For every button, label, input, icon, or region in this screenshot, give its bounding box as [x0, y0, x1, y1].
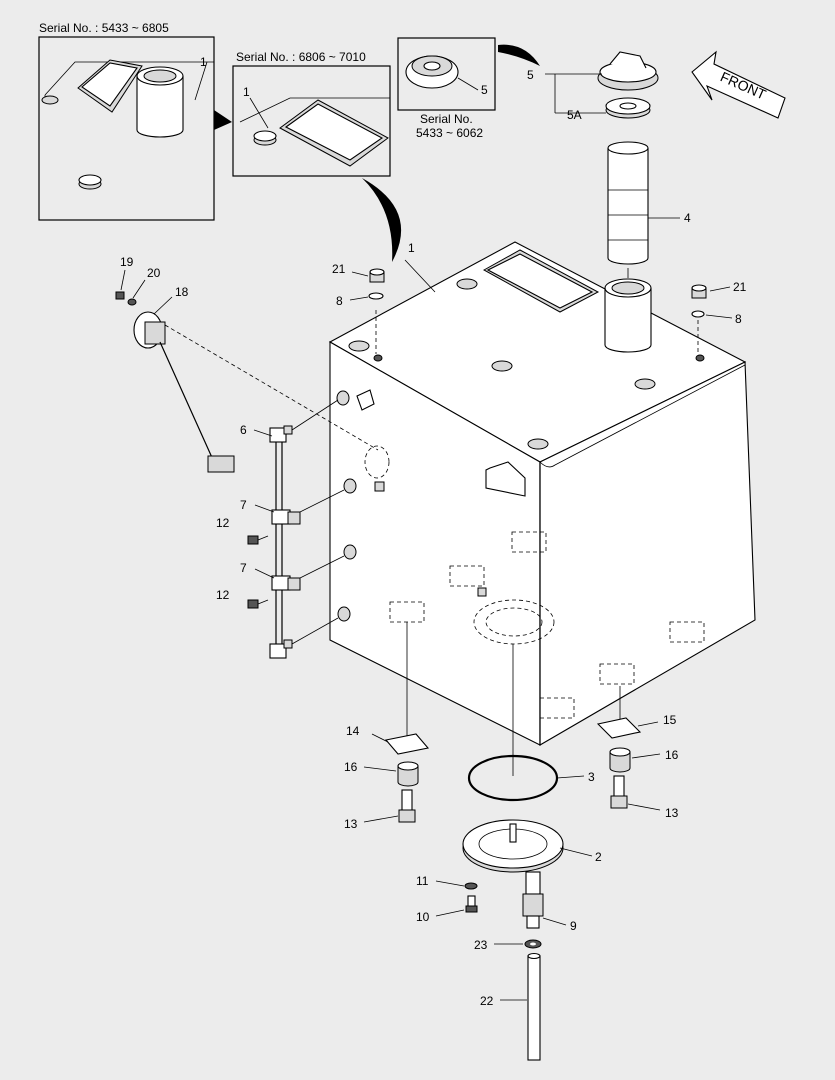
callout-12-upper: 12 [216, 516, 230, 530]
callout-12-lower: 12 [216, 588, 230, 602]
callout-15: 15 [663, 713, 677, 727]
callout-5: 5 [527, 68, 534, 82]
callout-inset3-5-number: 5 [481, 83, 488, 97]
callout-3: 3 [588, 770, 595, 784]
callout-16-left: 16 [344, 760, 358, 774]
callout-inset1-1: 1 [200, 55, 207, 69]
front-direction-arrow: FRONT [691, 50, 786, 119]
callout-18: 18 [175, 285, 189, 299]
callout-22: 22 [480, 994, 494, 1008]
callout-13-right: 13 [665, 806, 679, 820]
callout-1: 1 [408, 241, 415, 255]
callout-6: 6 [240, 423, 247, 437]
level-sensor-assembly: 19 20 18 [115, 255, 379, 473]
callout-5A: 5A [567, 108, 582, 122]
inset-3-serial-label-line1: Serial No. [420, 112, 473, 126]
callout-14: 14 [346, 724, 360, 738]
hydraulic-tank: 1 [328, 241, 756, 746]
plug-and-oring-left: 21 8 [332, 262, 385, 354]
callout-16-right: 16 [665, 748, 679, 762]
callout-9: 9 [570, 919, 577, 933]
callout-2: 2 [595, 850, 602, 864]
mounting-hardware-left: 14 16 13 [344, 622, 430, 831]
callout-21-left: 21 [332, 262, 346, 276]
callout-8-right: 8 [735, 312, 742, 326]
inset-3-serial-label-line2: 5433 ~ 6062 [416, 126, 483, 140]
filler-cap-assembly: 5 5A 4 [527, 51, 691, 265]
suction-cover-assembly: 3 2 11 10 9 23 22 [416, 644, 602, 1061]
inset-serial-6806-7010: Serial No. : 6806 ~ 7010 1 [232, 50, 402, 262]
inset-2-serial-label: Serial No. : 6806 ~ 7010 [236, 50, 366, 64]
mounting-hardware-right: 15 16 13 [596, 686, 679, 820]
callout-8-left: 8 [336, 294, 343, 308]
callout-13-left: 13 [344, 817, 358, 831]
inset-serial-5433-6062: Serial No. 5 Serial No. 5433 ~ 6062 [397, 37, 540, 140]
callout-inset2-1: 1 [243, 85, 250, 99]
callout-21-right: 21 [733, 280, 747, 294]
callout-7-lower: 7 [240, 561, 247, 575]
plug-and-oring-right: 21 8 [691, 280, 747, 352]
callout-20: 20 [147, 266, 161, 280]
callout-10: 10 [416, 910, 430, 924]
callout-11: 11 [416, 874, 429, 888]
level-gauge-assembly: 6 7 12 7 12 [216, 399, 345, 659]
callout-4: 4 [684, 211, 691, 225]
callout-7-upper: 7 [240, 498, 247, 512]
callout-19: 19 [120, 255, 134, 269]
callout-23: 23 [474, 938, 488, 952]
inset-1-serial-label: Serial No. : 5433 ~ 6805 [39, 21, 169, 35]
inset-serial-5433-6805: Serial No. : 5433 ~ 6805 1 [38, 21, 232, 221]
